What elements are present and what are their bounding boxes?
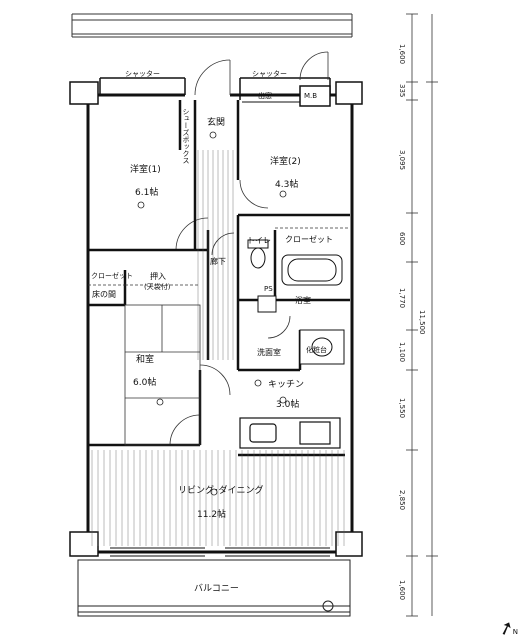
oshiire-label: 押入 <box>150 272 166 281</box>
dim-7: 1,550 <box>398 398 406 419</box>
room-kitchen-size: 3.0帖 <box>276 400 300 410</box>
japanese-room-tatami <box>124 304 201 446</box>
dim-1: 1,600 <box>398 44 406 65</box>
room-kitchen-name: キッチン <box>268 380 305 390</box>
living-floor-hatch <box>91 450 345 546</box>
dim-2: 335 <box>398 84 406 98</box>
vanity-label: 化粧台 <box>306 346 327 354</box>
dim-3: 3,095 <box>398 150 406 171</box>
outer-walls <box>86 93 354 554</box>
room-western1-size: 6.1帖 <box>135 188 159 198</box>
room-western2-name: 洋室(2) <box>270 157 301 167</box>
room-living-size: 11.2帖 <box>197 510 227 520</box>
room-japanese-size: 6.0帖 <box>133 378 157 388</box>
bottom-windows <box>110 547 330 557</box>
balcony-label: バルコニー <box>194 584 239 594</box>
oshiire-sub-label: (天袋付) <box>144 283 171 291</box>
mb-label: M.B <box>304 92 318 100</box>
toilet-label: トイレ <box>247 236 271 245</box>
dim-9: 1,600 <box>398 580 406 601</box>
closet-top-label: クローゼット <box>285 235 333 244</box>
shutter-left-label: シャッター <box>125 70 160 78</box>
room-living-name: リビング･ダイニング <box>178 486 264 496</box>
dim-6: 1,100 <box>398 342 406 363</box>
dim-4: 600 <box>398 232 406 246</box>
bath-label: 浴室 <box>295 296 311 305</box>
hallway-floor-hatch <box>197 150 234 360</box>
ps-label: PS <box>264 285 273 293</box>
kitchen-counter <box>239 417 341 449</box>
shutter-right-label: シャッター <box>252 70 287 78</box>
tokonoma-label: 床の間 <box>92 290 116 299</box>
dim-8: 2,850 <box>398 490 406 511</box>
closet-lines <box>88 227 348 286</box>
door-arcs <box>169 51 329 446</box>
north-label: N <box>512 628 518 636</box>
hallway-label: 廊下 <box>210 257 226 266</box>
dim-total: 11,500 <box>418 310 426 335</box>
balcony-outline <box>77 559 351 617</box>
room-western1-name: 洋室(1) <box>130 165 161 175</box>
closet-left-label: クローゼット <box>91 272 133 280</box>
room-western2-size: 4.3帖 <box>275 180 299 190</box>
dimension-line <box>406 13 438 617</box>
top-corridor-band <box>71 13 353 38</box>
bay-window-label: 出窓 <box>258 92 272 100</box>
shoebox-label: シューズボックス <box>182 108 190 164</box>
washroom-label: 洗面室 <box>257 348 281 357</box>
columns <box>69 81 363 557</box>
entrance-label: 玄関 <box>207 118 226 128</box>
dim-5: 1,770 <box>398 288 406 309</box>
top-alcove <box>99 77 331 107</box>
bath-fixtures <box>247 239 345 365</box>
room-japanese-name: 和室 <box>136 355 155 365</box>
fixture-markers <box>137 131 287 496</box>
